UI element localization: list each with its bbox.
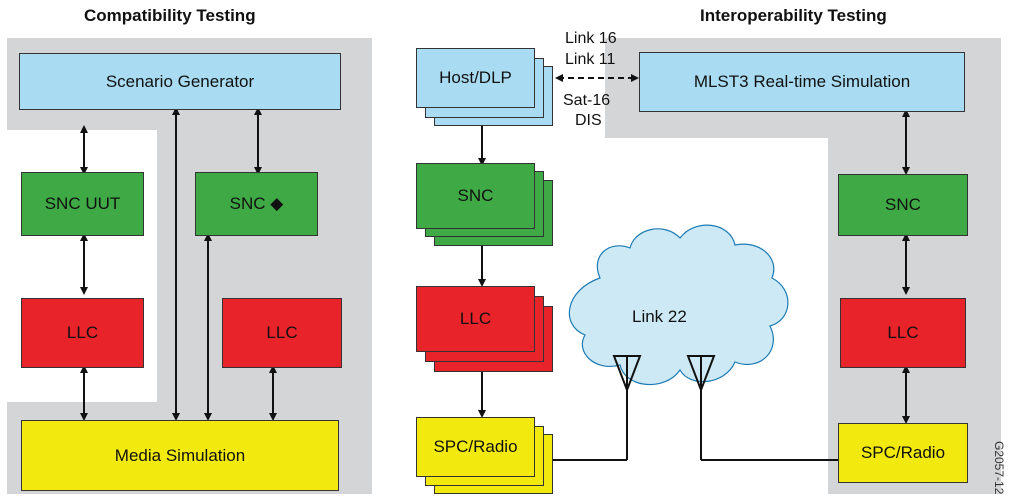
snc-center-box: SNC — [416, 163, 535, 229]
llc-right-box: LLC — [222, 298, 342, 368]
antenna-right-icon — [686, 355, 716, 460]
link-16-label: Link 16 — [565, 30, 617, 47]
link22-cloud — [568, 224, 789, 385]
interoperability-panel-right — [828, 38, 1001, 494]
snc-box: SNC ◆ — [195, 172, 318, 236]
llc-right-interop-box: LLC — [840, 298, 966, 368]
compatibility-title: Compatibility Testing — [84, 6, 256, 25]
snc-uut-box: SNC UUT — [21, 172, 144, 236]
link-22-label: Link 22 — [632, 307, 687, 326]
scenario-generator-box: Scenario Generator — [19, 53, 341, 110]
llc-left-box: LLC — [21, 298, 144, 368]
figure-id: G2057-12 — [992, 441, 1006, 495]
host-dlp-box: Host/DLP — [416, 48, 535, 108]
snc-right-box: SNC — [838, 174, 968, 236]
antenna-left-icon — [612, 355, 642, 460]
dis-label: DIS — [575, 112, 602, 129]
spc-radio-center-box: SPC/Radio — [416, 417, 535, 477]
media-simulation-box: Media Simulation — [21, 420, 339, 491]
llc-center-box: LLC — [416, 286, 535, 352]
link-11-label: Link 11 — [565, 51, 616, 68]
interoperability-title: Interoperability Testing — [700, 6, 887, 25]
spc-radio-right-box: SPC/Radio — [838, 423, 968, 483]
sat-16-label: Sat-16 — [563, 92, 611, 109]
mlst3-simulation-box: MLST3 Real-time Simulation — [639, 52, 965, 112]
